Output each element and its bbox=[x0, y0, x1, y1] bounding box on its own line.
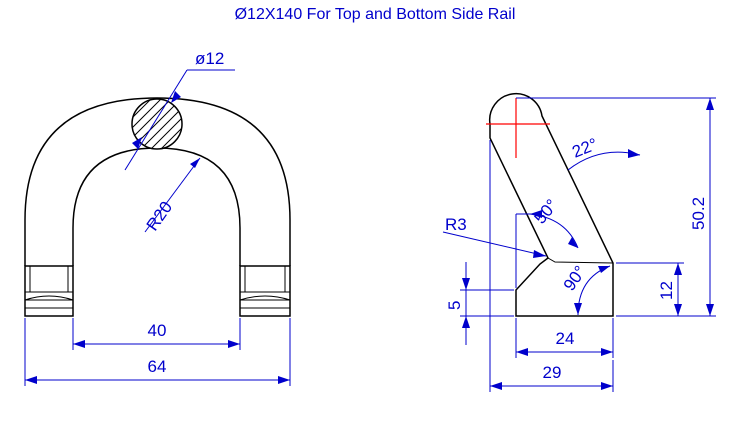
label-angle-low: 90° bbox=[560, 262, 590, 294]
label-inner-width: 40 bbox=[148, 321, 167, 340]
label-angle-top: 22° bbox=[569, 134, 600, 161]
label-rail-radius: R3 bbox=[445, 215, 467, 234]
label-height-step: 12 bbox=[657, 281, 676, 300]
label-width-total: 29 bbox=[543, 363, 562, 382]
dim-rail-radius: R3 bbox=[442, 215, 547, 258]
ubolt-view: ø12 R20 40 64 bbox=[24, 49, 291, 386]
dim-rail-angle-top: 22° bbox=[567, 134, 641, 171]
label-width-base: 24 bbox=[556, 329, 575, 348]
rail-view: 50.2 12 5 24 bbox=[442, 92, 716, 392]
dim-rail-angle-low: 90° bbox=[560, 262, 611, 316]
rod-section bbox=[131, 98, 183, 150]
dim-rail-height-base: 5 bbox=[445, 262, 514, 345]
rail-inner-notch bbox=[547, 257, 614, 264]
dim-ubolt-radius: R20 bbox=[143, 157, 201, 234]
rail-center-mark bbox=[486, 98, 550, 158]
ubolt-outer-profile bbox=[24, 97, 291, 266]
dim-rail-width-total: 29 bbox=[489, 140, 614, 392]
label-diameter: ø12 bbox=[195, 49, 224, 68]
dim-ubolt-diameter: ø12 bbox=[124, 49, 235, 171]
dim-ubolt-outer-width: 64 bbox=[24, 318, 291, 386]
drawing-title: Ø12X140 For Top and Bottom Side Rail bbox=[234, 6, 516, 23]
dim-rail-width-base: 24 bbox=[515, 318, 614, 358]
label-outer-width: 64 bbox=[148, 357, 167, 376]
right-nut bbox=[239, 265, 291, 317]
dim-rail-height-total: 50.2 bbox=[516, 97, 716, 317]
label-height-base: 5 bbox=[445, 301, 464, 310]
dim-ubolt-inner-width: 40 bbox=[72, 318, 241, 350]
label-height-total: 50.2 bbox=[689, 197, 708, 230]
dim-rail-height-step: 12 bbox=[616, 262, 684, 316]
left-nut bbox=[24, 265, 74, 317]
